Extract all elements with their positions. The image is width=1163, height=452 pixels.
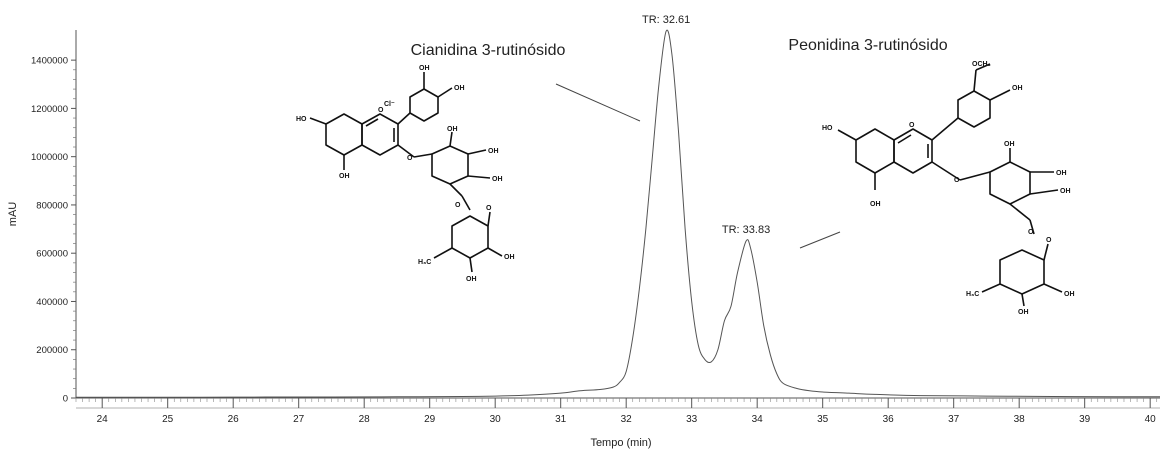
- y-tick-label: 800000: [36, 200, 68, 211]
- x-tick-label: 38: [1014, 414, 1026, 425]
- x-tick-label: 27: [293, 414, 305, 425]
- svg-text:OH: OH: [492, 176, 503, 183]
- svg-text:OCH₃: OCH₃: [972, 61, 991, 68]
- y-tick-label: 600000: [36, 249, 68, 260]
- svg-text:OH: OH: [1004, 141, 1015, 148]
- x-tick-label: 37: [948, 414, 960, 425]
- svg-text:OH: OH: [488, 148, 499, 155]
- pointer-line-peonidina: [799, 231, 841, 249]
- y-axis-ticks: 0 200000 400000 600000 800000 1000000 1200000 1…: [31, 56, 76, 405]
- svg-text:O: O: [455, 202, 461, 209]
- x-tick-label: 24: [97, 414, 109, 425]
- x-tick-label: 25: [162, 414, 174, 425]
- cianidina-structure-atoms: HO OH O Cl⁻ OH OH O OH OH OH O O OH OH H…: [296, 65, 515, 283]
- svg-text:OH: OH: [1012, 85, 1023, 92]
- peak-annotation-2: TR: 33.83: [722, 224, 770, 236]
- x-tick-label: 26: [228, 414, 240, 425]
- x-axis-label: Tempo (min): [590, 437, 651, 449]
- peak-annotation-1: TR: 32.61: [642, 14, 690, 26]
- x-tick-label: 31: [555, 414, 567, 425]
- x-axis-ticks: 24 25 26 27 28 29 30 31 32 33 34 35 36 37 38 39 40: [75, 398, 1158, 425]
- y-tick-label: 0: [63, 394, 68, 405]
- svg-text:OH: OH: [447, 126, 458, 133]
- peonidina-structure-atoms: HO OH O OCH₃ OH O OH OH OH O O OH OH H₃C: [822, 61, 1075, 316]
- y-tick-label: 1000000: [31, 152, 68, 163]
- svg-text:O: O: [954, 177, 960, 184]
- x-tick-label: 32: [621, 414, 633, 425]
- svg-text:HO: HO: [822, 125, 833, 132]
- svg-text:OH: OH: [454, 85, 465, 92]
- svg-text:OH: OH: [419, 65, 430, 72]
- svg-text:HO: HO: [296, 116, 307, 123]
- svg-text:OH: OH: [339, 173, 350, 180]
- svg-text:OH: OH: [1064, 291, 1075, 298]
- svg-text:OH: OH: [466, 276, 477, 283]
- x-tick-label: 39: [1079, 414, 1091, 425]
- svg-text:O: O: [486, 205, 492, 212]
- cianidina-structure-drawing: [309, 72, 503, 273]
- x-tick-label: 29: [424, 414, 436, 425]
- svg-text:O: O: [1046, 237, 1052, 244]
- svg-text:O: O: [378, 107, 384, 114]
- peonidina-structure-drawing: [837, 63, 1063, 307]
- svg-text:OH: OH: [504, 254, 515, 261]
- y-tick-label: 1400000: [31, 56, 68, 67]
- svg-text:OH: OH: [1060, 188, 1071, 195]
- y-tick-label: 1200000: [31, 104, 68, 115]
- svg-text:H₃C: H₃C: [418, 259, 431, 266]
- y-tick-label: 400000: [36, 297, 68, 308]
- x-tick-label: 36: [883, 414, 895, 425]
- svg-text:OH: OH: [1018, 309, 1029, 316]
- pointer-line-cianidina: [555, 83, 641, 122]
- y-axis-label: mAU: [7, 202, 19, 227]
- compound-label-peonidina: Peonidina 3-rutinósido: [788, 37, 947, 54]
- svg-text:Cl⁻: Cl⁻: [384, 101, 395, 108]
- y-tick-label: 200000: [36, 345, 68, 356]
- svg-text:O: O: [407, 155, 413, 162]
- series-line-chromatogram: [75, 29, 1161, 398]
- compound-label-cianidina: Cianidina 3-rutinósido: [411, 42, 566, 59]
- svg-text:O: O: [1028, 229, 1034, 236]
- x-tick-label: 35: [817, 414, 829, 425]
- x-tick-label: 34: [752, 414, 764, 425]
- svg-text:OH: OH: [870, 201, 881, 208]
- svg-text:O: O: [909, 122, 915, 129]
- x-tick-label: 40: [1145, 414, 1157, 425]
- svg-text:H₃C: H₃C: [966, 291, 979, 298]
- svg-text:OH: OH: [1056, 170, 1067, 177]
- x-tick-label: 28: [359, 414, 371, 425]
- x-tick-label: 30: [490, 414, 502, 425]
- x-tick-label: 33: [686, 414, 698, 425]
